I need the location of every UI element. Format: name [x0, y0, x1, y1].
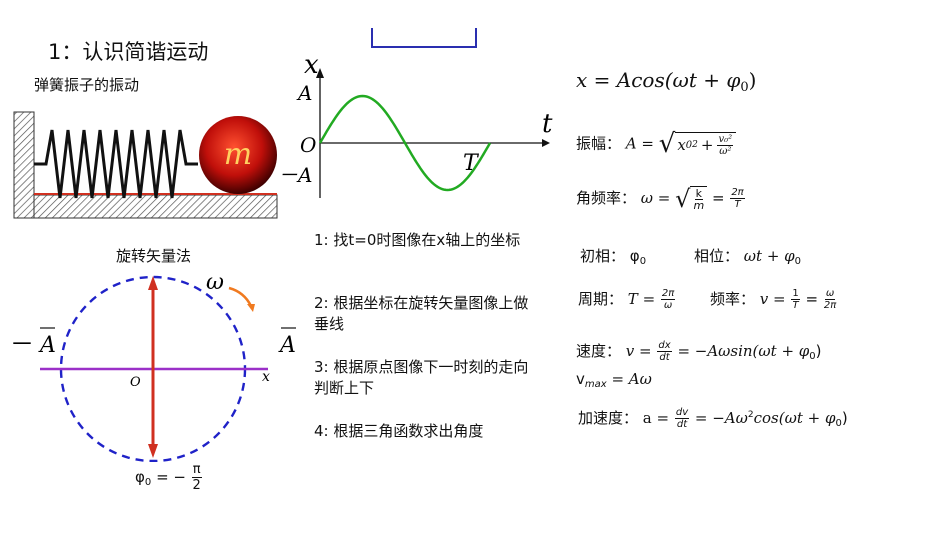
step-2: 2: 根据坐标在旋转矢量图像上做垂线 [314, 294, 529, 333]
main-equation: x = Acos(ωt + φ0) [576, 68, 757, 95]
mass-ball [199, 116, 277, 194]
phase-formula: 相位： ωt + φ0 [694, 247, 802, 267]
initial-phase-formula: 初相： φ0 [580, 247, 647, 267]
x-axis-arrow [316, 68, 324, 78]
section-title: 1：认识简谐运动 [48, 40, 209, 64]
rotation-arrow [228, 286, 253, 307]
x-label: x [262, 369, 270, 385]
placeholder-box [371, 28, 477, 48]
period-label: T [463, 151, 480, 176]
rotating-caption: 旋转矢量法 [116, 247, 192, 265]
amp-pos-label: A [296, 81, 312, 105]
vector-down-head [148, 444, 158, 458]
sine-curve [318, 94, 492, 192]
pos-a-label: A [278, 333, 296, 358]
origin-label: O [130, 375, 141, 390]
x-axis-label: x [304, 50, 319, 80]
vector-up-head [148, 276, 158, 290]
omega-label: ω [206, 270, 224, 295]
rotating-vector-diagram: ω － A A O x [10, 270, 296, 462]
neg-a-sign: － [10, 330, 34, 358]
sine-graph: x t A O －A T [280, 50, 553, 198]
neg-a-label: A [38, 333, 56, 358]
mass-label: m [224, 137, 252, 172]
spring-oscillator-diagram: m [13, 111, 278, 219]
max-velocity-formula: vmax = Aω [576, 370, 652, 390]
step-4: 4: 根据三角函数求出角度 [314, 422, 484, 440]
spring-coil [34, 129, 198, 199]
step-3: 3: 根据原点图像下一时刻的走向判断上下 [314, 358, 529, 397]
t-axis-arrow [542, 139, 550, 147]
wall [13, 111, 35, 219]
amp-neg-label: －A [280, 163, 312, 187]
floor [33, 194, 278, 219]
step-1: 1: 找t=0时图像在x轴上的坐标 [314, 231, 521, 249]
spring-caption: 弹簧振子的振动 [34, 76, 140, 94]
rotation-arrow-head [247, 304, 255, 312]
origin-label: O [300, 133, 316, 157]
t-axis-label: t [542, 109, 553, 139]
